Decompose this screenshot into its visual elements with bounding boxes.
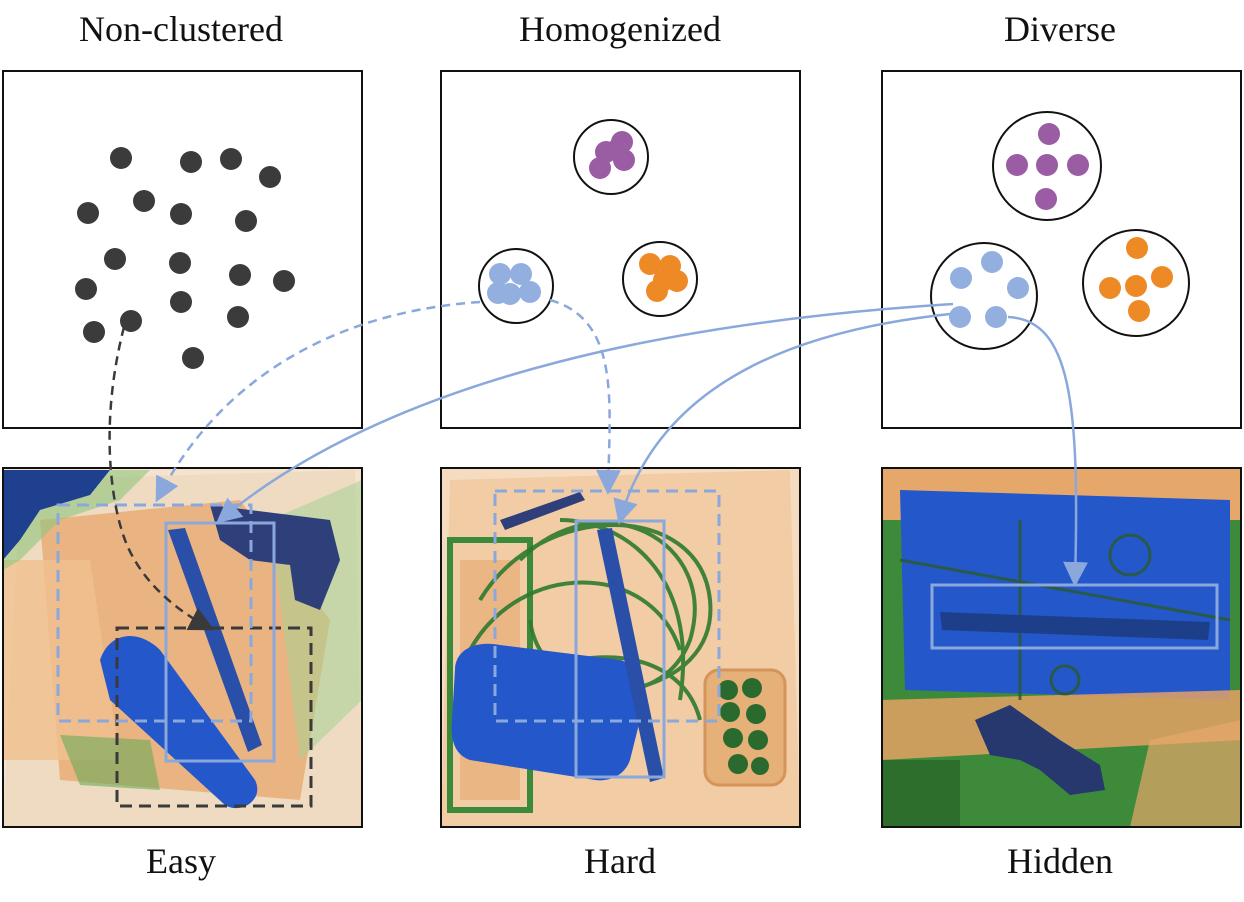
xray-frame-hidden [881,467,1242,828]
panel-non-clustered [2,70,363,429]
homogenized-cluster-blue [478,248,554,324]
title-non-clustered: Non-clustered [79,9,283,49]
bbox-easy-blue-dashed [56,503,253,723]
xray-frame-hard [440,467,801,828]
label-hidden: Hidden [1007,841,1113,881]
arrow-blue-dashed-to-hard [549,298,621,495]
arrow-blue-solid-to-hard [613,312,951,525]
diverse-cluster-orange [1082,229,1190,337]
label-easy: Easy [146,841,216,881]
scattered-dots [75,147,295,369]
diverse-cluster-purple [992,111,1102,221]
title-diverse: Diverse [1004,9,1116,49]
arrow-blue-solid-to-hidden [1007,315,1089,587]
title-homogenized: Homogenized [519,9,721,49]
homogenized-cluster-purple [573,119,649,195]
arrow-blue-dashed-to-easy [155,300,481,503]
arrow-dark-dot-to-easy [108,326,215,631]
xray-frame-easy [2,467,363,828]
diverse-cluster-blue [930,242,1038,350]
homogenized-cluster-orange [622,241,698,317]
arrow-blue-solid-to-easy [216,302,954,524]
label-hard: Hard [584,841,656,881]
